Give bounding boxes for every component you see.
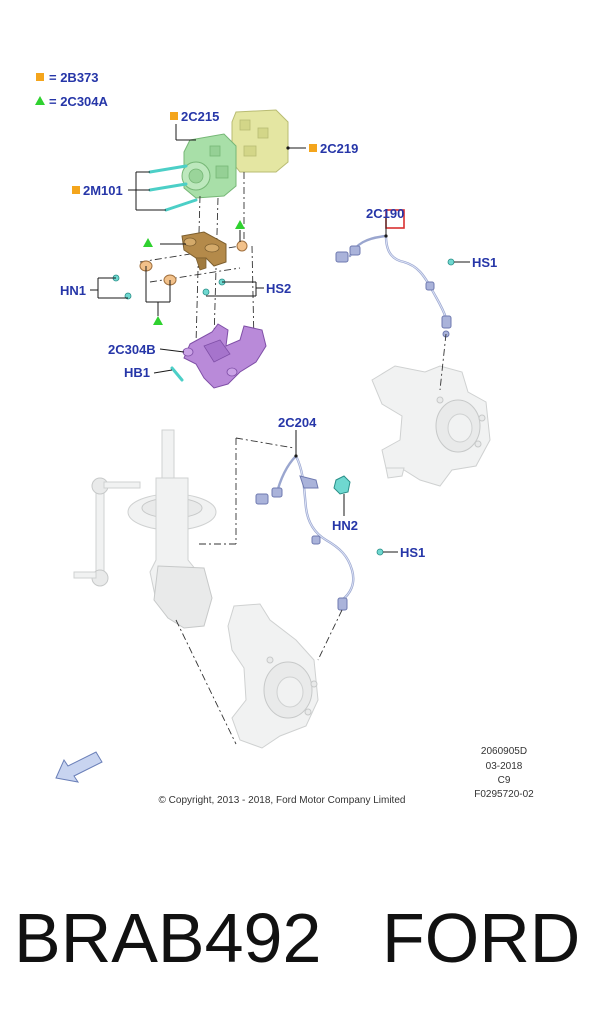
assembly-lines-lower: [175, 437, 343, 745]
bolt-HB1: [170, 366, 184, 382]
legend-triangle-icon: [35, 96, 45, 105]
module-2C215: [181, 133, 237, 199]
square-marker-icon: [170, 112, 178, 120]
legend-square-label: = 2B373: [49, 70, 99, 85]
triangle-markers: [143, 220, 245, 325]
callout-HS1-top: HS1: [472, 255, 497, 270]
reference-figure-id: F0295720-02: [474, 789, 534, 800]
part-number-caption: BRAB492: [14, 899, 322, 977]
callout-2C204: 2C204: [278, 415, 317, 430]
module-2C219: [231, 109, 289, 173]
callout-2C215: 2C215: [181, 109, 219, 124]
reference-code: 2060905D: [481, 746, 527, 757]
callout-2C190: 2C190: [366, 206, 404, 221]
legend: = 2B373 = 2C304A: [35, 70, 109, 109]
direction-arrow-icon: [55, 751, 103, 783]
callout-HN1: HN1: [60, 283, 86, 298]
bracket-2B373: [181, 231, 227, 271]
callout-2M101: 2M101: [83, 183, 123, 198]
callout-HB1: HB1: [124, 365, 150, 380]
callout-labels: 2C215 2C219 2M101 HN1 HS2 2C304B HB1 2C1…: [60, 109, 497, 560]
square-marker-icon: [309, 144, 317, 152]
sensor-2C204: [255, 454, 384, 611]
illustration-reference: 2060905D 03-2018 C9 F0295720-02: [474, 746, 534, 800]
reference-date: 03-2018: [486, 761, 523, 772]
reference-rev: C9: [498, 775, 511, 786]
brand-caption: FORD: [382, 899, 581, 977]
bracket-2C304B: [182, 323, 267, 389]
callout-HS1-bottom: HS1: [400, 545, 425, 560]
leader-lines: [90, 124, 470, 553]
callout-2C304B: 2C304B: [108, 342, 156, 357]
ghost-strut-assembly: [73, 429, 217, 629]
assembly-line-upper-sensor: [439, 333, 447, 391]
callout-2C219: 2C219: [320, 141, 358, 156]
square-marker-icon: [72, 186, 80, 194]
legend-triangle-label: = 2C304A: [49, 94, 109, 109]
callout-HS2: HS2: [266, 281, 291, 296]
ghost-upper-knuckle: [371, 365, 491, 487]
bolts-2M101: [148, 164, 198, 212]
ghost-lower-knuckle: [227, 603, 319, 749]
legend-square-icon: [36, 73, 44, 81]
copyright-text: © Copyright, 2013 - 2018, Ford Motor Com…: [159, 795, 406, 806]
callout-HN2: HN2: [332, 518, 358, 533]
sensor-2C190: [335, 209, 455, 338]
